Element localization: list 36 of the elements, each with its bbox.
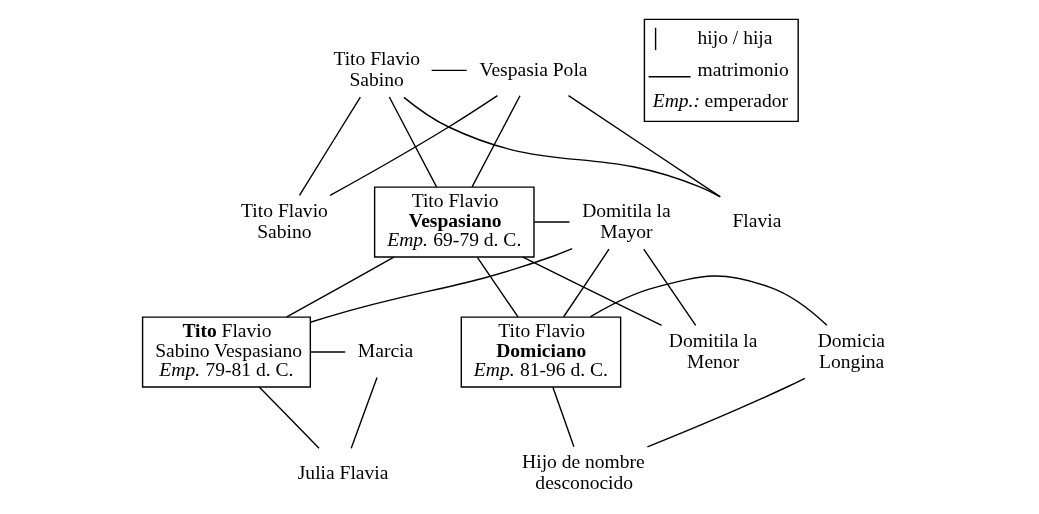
node-box: Tito Flavio Domiciano Emp. 81-96 d. C. <box>460 316 621 388</box>
node-text: Domitila la Menor <box>668 329 757 372</box>
node-text: Julia Flavia <box>297 461 388 483</box>
connector <box>476 256 519 318</box>
connector <box>388 96 437 188</box>
node-text: Hijo de nombre desconocido <box>521 451 645 494</box>
connector <box>551 386 575 448</box>
connector <box>646 377 805 448</box>
connector <box>521 256 662 327</box>
connector <box>298 96 361 196</box>
node-text: Domitila la Mayor <box>581 199 671 242</box>
connector <box>562 248 610 318</box>
node-text: Marcia <box>357 340 413 362</box>
connector <box>402 96 720 198</box>
connector <box>258 386 320 449</box>
legend-label: Emp.: emperador <box>652 90 788 112</box>
node-text: Tito Flavio Sabino <box>332 48 420 91</box>
connector <box>430 69 467 72</box>
legend-label: matrimonio <box>697 59 789 81</box>
node-text: Flavia <box>731 210 781 232</box>
connector <box>285 256 395 318</box>
connector <box>470 95 521 188</box>
node-text: Vespasia Pola <box>478 58 588 80</box>
node-box: Tito Flavio Sabino Vespasiano Emp. 79-81 d. C. <box>141 316 311 388</box>
connector <box>309 351 346 353</box>
node-text: Tito Flavio Sabino <box>240 199 328 242</box>
connector <box>533 221 570 223</box>
node-text: Domicia Longina <box>817 329 885 372</box>
connector <box>350 376 378 449</box>
legend-label: hijo / hija <box>697 27 772 49</box>
connector <box>328 95 498 197</box>
node-box: Tito Flavio Vespasiano Emp. 69-79 d. C. <box>373 186 535 258</box>
connector <box>567 95 721 198</box>
connector <box>589 275 828 326</box>
connector <box>309 247 573 323</box>
connector <box>642 248 696 327</box>
